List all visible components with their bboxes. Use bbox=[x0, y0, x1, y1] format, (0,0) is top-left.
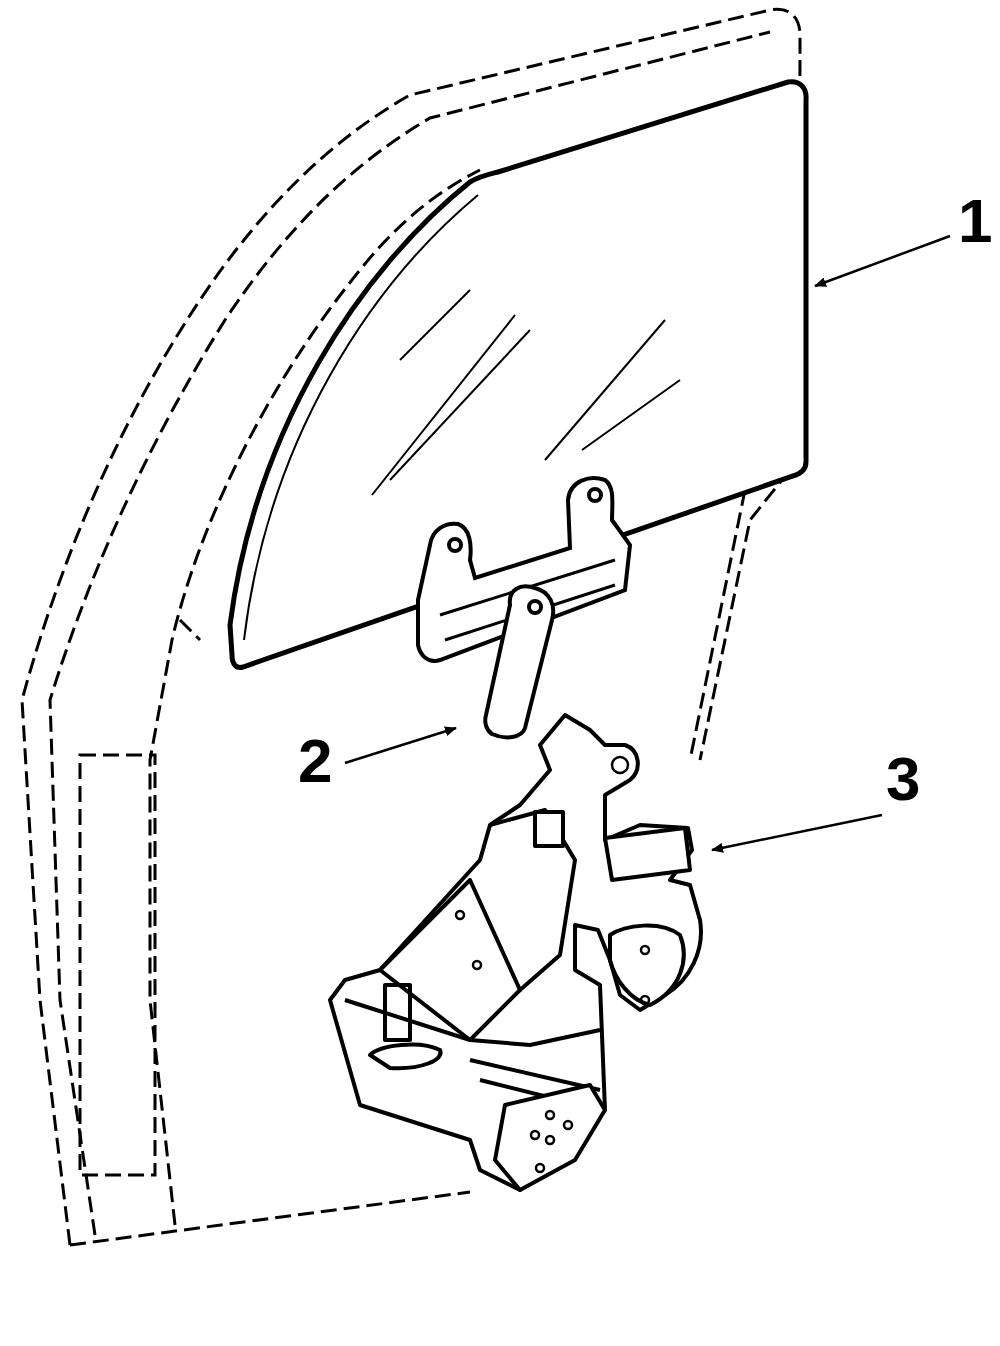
leader-lines bbox=[345, 236, 950, 850]
window-regulator bbox=[330, 715, 701, 1190]
callout-number: 1 bbox=[958, 190, 992, 252]
callout-number: 2 bbox=[298, 730, 332, 792]
callout-number: 3 bbox=[886, 748, 920, 810]
window-glass bbox=[230, 82, 806, 668]
regulator-arm bbox=[485, 586, 553, 737]
